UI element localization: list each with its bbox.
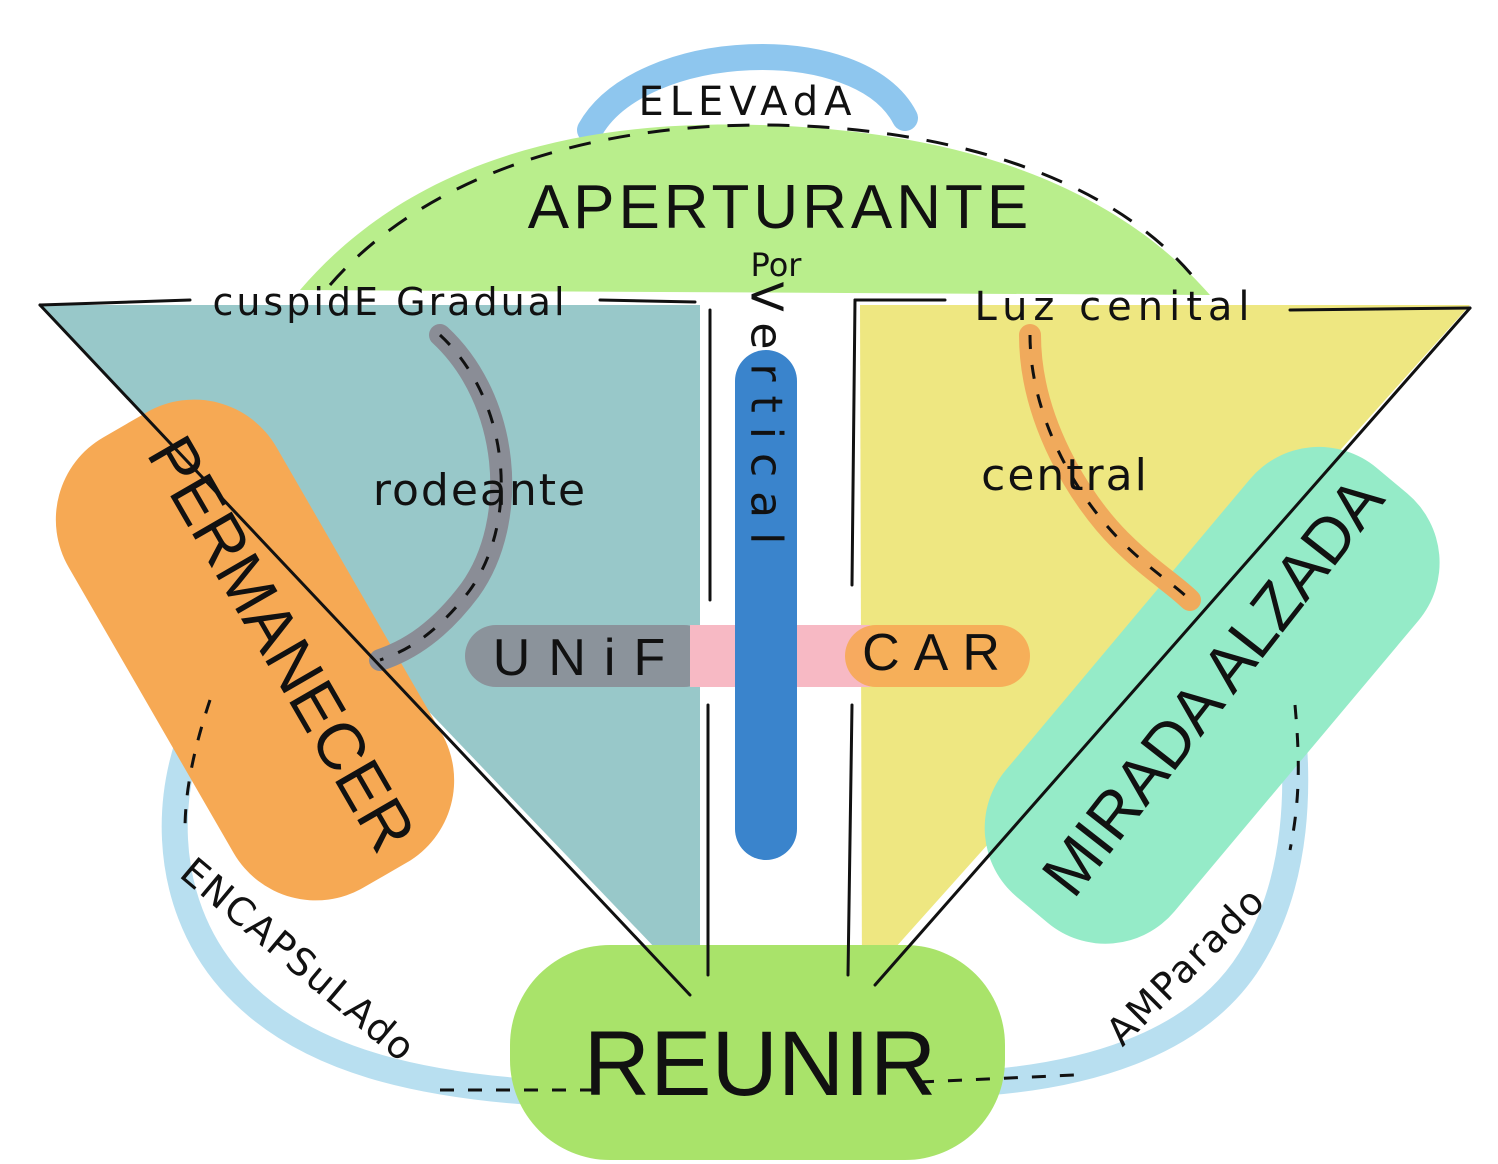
label-aperturante: APERTURANTE [528,173,1033,242]
aperturante-dome [300,124,1210,295]
rodeante-dashes [379,333,503,662]
mirada-pill [984,446,1440,944]
amparado-loop [907,692,1309,1098]
reunir-blob [510,945,1005,1160]
elevada-arc [577,44,918,143]
label-unif: UNiF [493,629,683,687]
label-por: Por [751,246,803,284]
label-luz: Luz cenital [974,284,1255,330]
permanecer-pill [55,399,455,901]
dome-dashed-outline [328,123,1202,286]
label-rodeante: rodeante [373,465,587,516]
ink-lines [38,298,1472,997]
label-car: CAR [862,624,1014,682]
dashed-connectors [183,699,1300,1092]
central-dashes [1028,334,1192,602]
label-reunir: REUNIR [584,1013,937,1115]
encapsulado-loop [161,682,603,1108]
label-central: central [981,450,1149,501]
label-vertical: Vertical [741,282,792,559]
vertical-bar [735,350,797,860]
label-cuspide: cuspidE Gradual [212,280,567,324]
label-elevada: ELEVAdA [638,79,857,125]
